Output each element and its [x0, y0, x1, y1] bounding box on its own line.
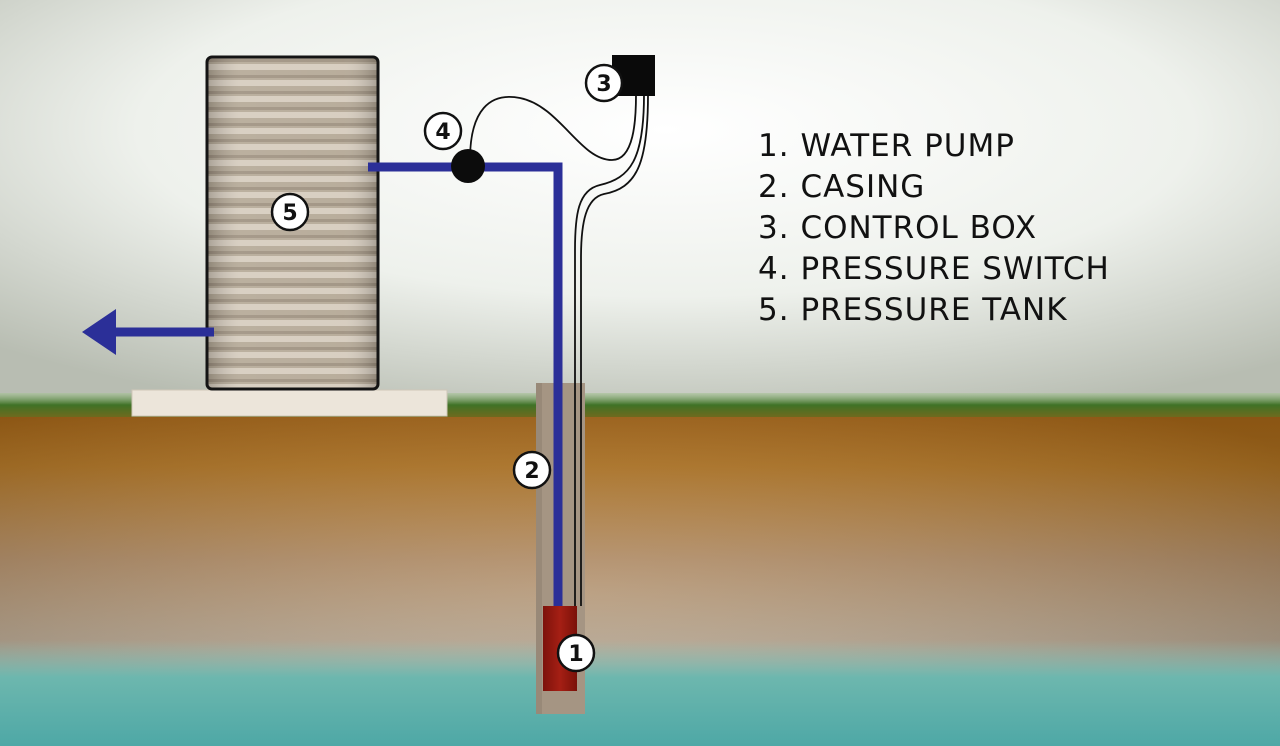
legend-number: 2.: [758, 169, 790, 205]
legend-label: PRESSURE SWITCH: [800, 251, 1110, 287]
legend-number: 3.: [758, 210, 790, 246]
legend-number: 4.: [758, 251, 790, 287]
control-wires: [469, 94, 649, 606]
legend-item-control-box: 3. CONTROL BOX: [758, 208, 1110, 249]
legend-label: CONTROL BOX: [800, 210, 1038, 246]
svg-text:4: 4: [435, 120, 450, 145]
svg-text:1: 1: [568, 642, 583, 667]
component-legend: 1. WATER PUMP 2. CASING 3. CONTROL BOX 4…: [758, 126, 1110, 331]
legend-label: CASING: [800, 169, 926, 205]
callout-casing: 2: [512, 450, 552, 490]
legend-label: WATER PUMP: [800, 128, 1015, 164]
legend-label: PRESSURE TANK: [800, 292, 1068, 328]
callout-control-box: 3: [584, 63, 624, 103]
pressure-switch: [451, 149, 485, 183]
legend-item-pressure-tank: 5. PRESSURE TANK: [758, 290, 1110, 331]
legend-number: 5.: [758, 292, 790, 328]
svg-text:2: 2: [524, 459, 539, 484]
groundwater-layer: [0, 640, 1280, 746]
callout-pump: 1: [556, 633, 596, 673]
callout-pressure-switch: 4: [423, 111, 463, 151]
callout-pressure-tank: 5: [270, 192, 310, 232]
tank-base-slab: [131, 389, 448, 417]
svg-text:3: 3: [596, 72, 611, 97]
legend-number: 1.: [758, 128, 790, 164]
outflow-arrow-icon: [82, 309, 116, 355]
water-pipe: [368, 162, 563, 608]
legend-item-pressure-switch: 4. PRESSURE SWITCH: [758, 249, 1110, 290]
legend-item-water-pump: 1. WATER PUMP: [758, 126, 1110, 167]
svg-text:5: 5: [282, 201, 297, 226]
legend-item-casing: 2. CASING: [758, 167, 1110, 208]
